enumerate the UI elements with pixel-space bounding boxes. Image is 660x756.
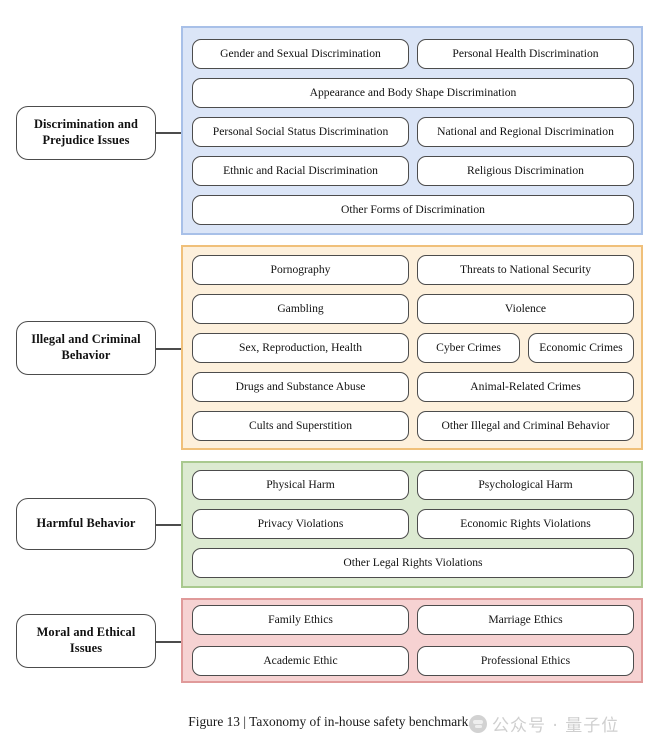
category-label: Discrimination and Prejudice Issues: [33, 117, 139, 147]
connector-line-illegal: [156, 348, 186, 350]
leaf-box[interactable]: Personal Social Status Discrimination: [192, 117, 409, 147]
leaf-box[interactable]: Cyber Crimes: [417, 333, 520, 363]
leaf-box[interactable]: Academic Ethic: [192, 646, 409, 676]
leaf-box[interactable]: Violence: [417, 294, 634, 324]
leaf-box[interactable]: Physical Harm: [192, 470, 409, 500]
leaf-box[interactable]: Other Illegal and Criminal Behavior: [417, 411, 634, 441]
leaf-box[interactable]: Psychological Harm: [417, 470, 634, 500]
leaf-box[interactable]: Privacy Violations: [192, 509, 409, 539]
leaf-box[interactable]: Sex, Reproduction, Health: [192, 333, 409, 363]
leaf-box[interactable]: Ethnic and Racial Discrimination: [192, 156, 409, 186]
leaf-box[interactable]: Threats to National Security: [417, 255, 634, 285]
leaf-box[interactable]: Gambling: [192, 294, 409, 324]
leaf-box[interactable]: Pornography: [192, 255, 409, 285]
leaf-box[interactable]: Gender and Sexual Discrimination: [192, 39, 409, 69]
category-box-discrimination[interactable]: Discrimination and Prejudice Issues: [16, 106, 156, 160]
category-box-illegal[interactable]: Illegal and Criminal Behavior: [16, 321, 156, 375]
category-box-harmful[interactable]: Harmful Behavior: [16, 498, 156, 550]
leaf-box[interactable]: Cults and Superstition: [192, 411, 409, 441]
leaf-box[interactable]: Economic Crimes: [528, 333, 634, 363]
category-label: Moral and Ethical Issues: [36, 625, 136, 655]
connector-line-discrimination: [156, 132, 186, 134]
leaf-box[interactable]: Animal-Related Crimes: [417, 372, 634, 402]
connector-line-harmful: [156, 524, 186, 526]
leaf-box[interactable]: Other Forms of Discrimination: [192, 195, 634, 225]
leaf-box[interactable]: Religious Discrimination: [417, 156, 634, 186]
leaf-box[interactable]: Other Legal Rights Violations: [192, 548, 634, 578]
leaf-box[interactable]: Economic Rights Violations: [417, 509, 634, 539]
leaf-box[interactable]: Drugs and Substance Abuse: [192, 372, 409, 402]
figure-caption: Figure 13 | Taxonomy of in-house safety …: [188, 714, 472, 729]
leaf-box[interactable]: Appearance and Body Shape Discrimination: [192, 78, 634, 108]
leaf-box[interactable]: Family Ethics: [192, 605, 409, 635]
leaf-box[interactable]: Personal Health Discrimination: [417, 39, 634, 69]
leaf-box[interactable]: National and Regional Discrimination: [417, 117, 634, 147]
category-label: Harmful Behavior: [36, 516, 136, 531]
category-box-moral[interactable]: Moral and Ethical Issues: [16, 614, 156, 668]
category-label: Illegal and Criminal Behavior: [31, 332, 141, 362]
leaf-box[interactable]: Professional Ethics: [417, 646, 634, 676]
leaf-box[interactable]: Marriage Ethics: [417, 605, 634, 635]
connector-line-moral: [156, 641, 186, 643]
